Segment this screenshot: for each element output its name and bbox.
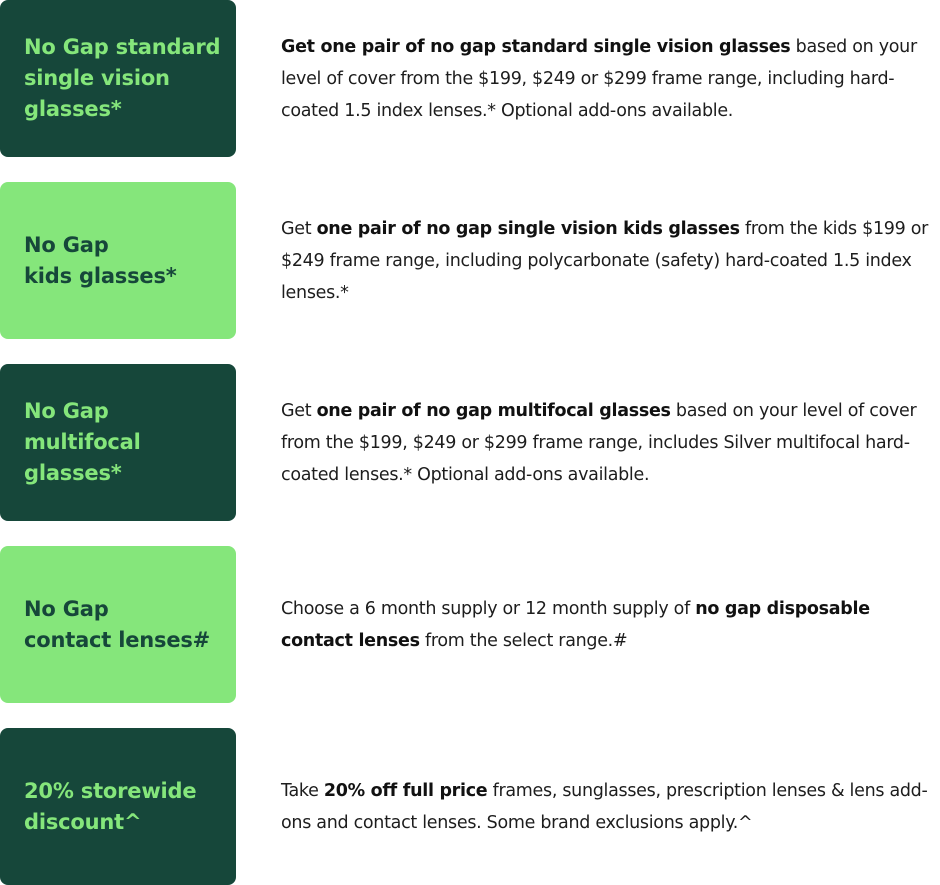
benefit-description: Take 20% off full price frames, sunglass… — [281, 728, 931, 885]
benefit-tile: No Gap contact lenses# — [0, 546, 236, 703]
benefit-description: Get one pair of no gap multifocal glasse… — [281, 364, 931, 521]
benefit-tile: 20% storewide discount^ — [0, 728, 236, 885]
benefit-title: No Gap contact lenses# — [24, 594, 210, 656]
benefit-title-line: glasses* — [24, 461, 122, 485]
benefit-tile: No Gap kids glasses* — [0, 182, 236, 339]
benefit-title-line: glasses* — [24, 97, 122, 121]
benefit-title-line: contact lenses# — [24, 627, 211, 652]
benefit-description-text: Get one pair of no gap standard single v… — [281, 31, 931, 127]
benefit-description-part: Get — [281, 218, 317, 239]
benefit-tile: No Gap standard single vision glasses* — [0, 0, 236, 157]
benefit-row: No Gap kids glasses* Get one pair of no ga… — [0, 182, 940, 339]
benefit-description-text: Get one pair of no gap single vision kid… — [281, 213, 931, 309]
benefit-description: Get one pair of no gap standard single v… — [281, 0, 931, 157]
benefit-description-text: Get one pair of no gap multifocal glasse… — [281, 395, 931, 491]
benefit-description-part: Take — [281, 780, 324, 801]
benefit-description-part: Choose a 6 month supply or 12 month supp… — [281, 598, 696, 619]
benefit-description-text: Take 20% off full price frames, sunglass… — [281, 775, 931, 839]
benefit-description-part: Get — [281, 400, 317, 421]
benefit-title: No Gap standard single vision glasses* — [24, 32, 221, 125]
benefit-description-bold: one pair of no gap single vision kids gl… — [316, 218, 740, 239]
benefit-title: No Gap kids glasses* — [24, 230, 177, 292]
benefit-description: Get one pair of no gap single vision kid… — [281, 182, 931, 339]
benefit-title: No Gap multifocal glasses* — [24, 396, 141, 489]
benefit-title-line: No Gap — [24, 399, 109, 423]
benefit-row: No Gap standard single vision glasses* Get … — [0, 0, 940, 157]
benefit-description-text: Choose a 6 month supply or 12 month supp… — [281, 593, 931, 657]
benefit-description-part: based on your level of cover from the $1… — [281, 400, 917, 485]
benefit-description-bold: 20% off full price — [323, 780, 488, 801]
benefit-title-line: 20% storewide — [24, 778, 197, 803]
benefit-description-part: from the kids $199 or $249 frame range, … — [281, 218, 929, 303]
benefit-title-line: No Gap — [24, 596, 109, 621]
benefit-description-part: frames, sunglasses, prescription lenses … — [281, 780, 928, 833]
benefit-description-part: based on your level of cover from the $1… — [281, 36, 917, 121]
benefit-title-line: multifocal — [24, 430, 141, 454]
benefit-description-bold: Get one pair of no gap standard single v… — [281, 36, 791, 57]
benefit-title: 20% storewide discount^ — [24, 776, 197, 838]
benefit-description-bold: no gap disposable contact lenses — [281, 598, 870, 651]
benefit-description-bold: one pair of no gap multifocal glasses — [316, 400, 671, 421]
benefit-row: No Gap contact lenses# Choose a 6 month su… — [0, 546, 940, 703]
benefit-title-line: No Gap standard — [24, 35, 221, 59]
benefit-title-line: discount^ — [24, 809, 142, 834]
benefit-row: No Gap multifocal glasses* Get one pair of … — [0, 364, 940, 521]
benefit-title-line: kids glasses* — [24, 263, 177, 288]
benefit-description: Choose a 6 month supply or 12 month supp… — [281, 546, 931, 703]
benefit-row: 20% storewide discount^ Take 20% off full … — [0, 728, 940, 885]
benefit-tile: No Gap multifocal glasses* — [0, 364, 236, 521]
benefit-description-part: from the select range.# — [419, 630, 628, 651]
benefit-title-line: single vision — [24, 66, 170, 90]
benefit-title-line: No Gap — [24, 232, 109, 257]
